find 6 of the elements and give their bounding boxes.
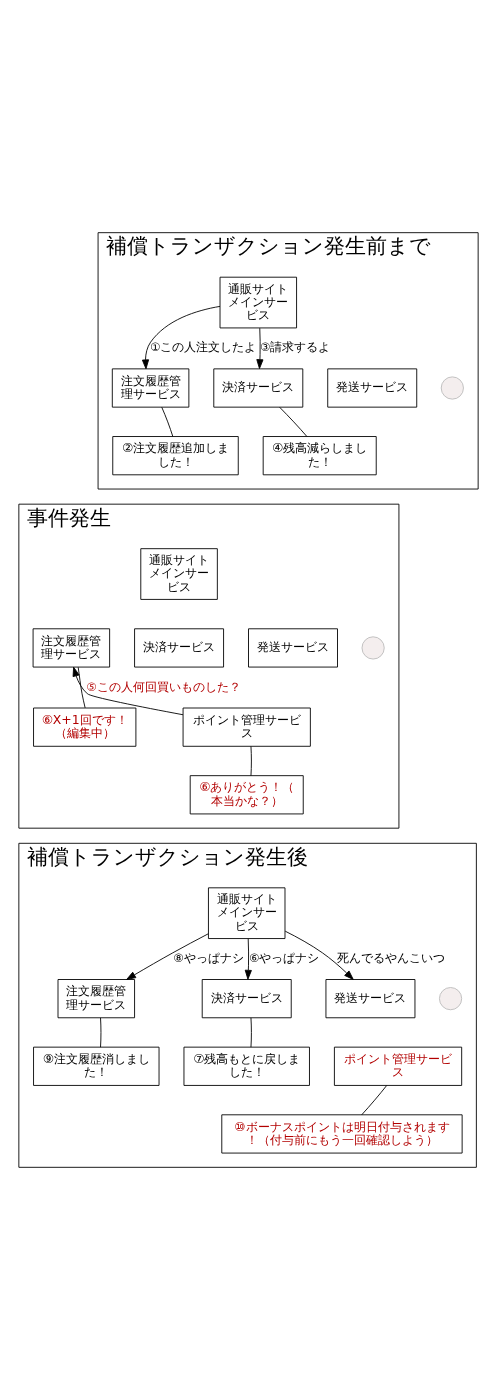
edge-label: ③請求するよ [260,340,331,355]
edge-label: 死んでるやんこいつ [337,951,446,966]
edge-label: ①この人注文したよ [149,340,257,355]
edge-label: ⑤この人何回買いものした？ [86,679,241,694]
edge-label: ⑧やっぱナシ [173,951,244,966]
edge-label: ⑥やっぱナシ [248,951,320,966]
